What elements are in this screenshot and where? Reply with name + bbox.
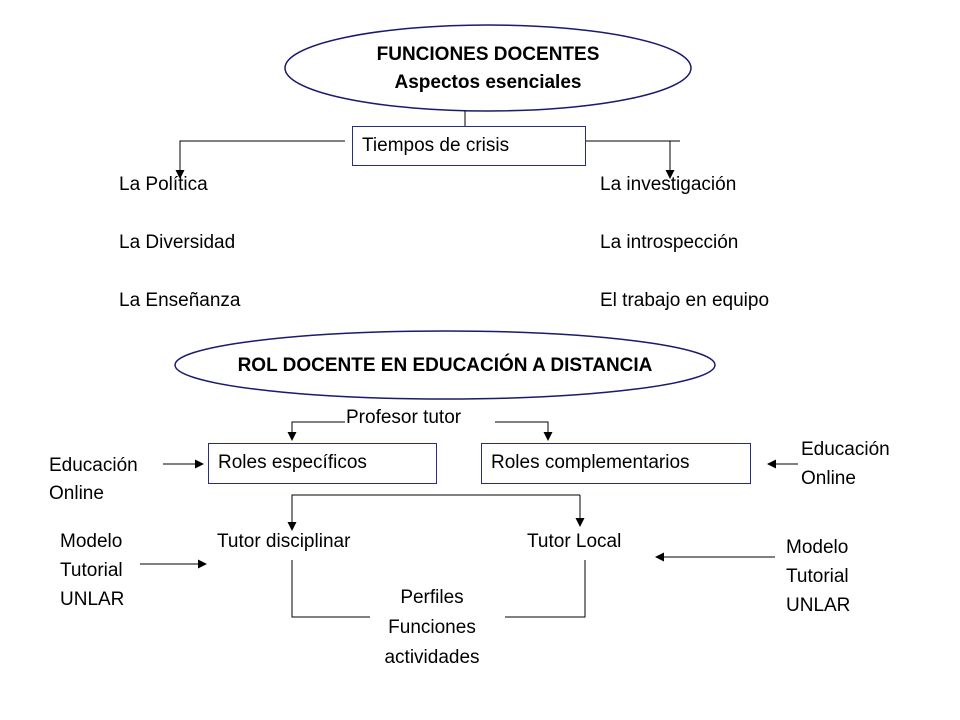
arrow-to-roles-especificos [287,421,345,441]
arrow-to-tutor-disciplinar [287,494,580,531]
modelo-right-line1: Modelo [786,537,849,558]
edu-online-right-line1: Educación [801,439,890,460]
right-item-investigacion: La investigación [600,174,737,195]
rol-docente-title: ROL DOCENTE EN EDUCACIÓN A DISTANCIA [237,355,653,376]
edu-online-left-line1: Educación [49,455,138,476]
arrow-to-roles-complementarios [495,421,553,441]
title-line1: FUNCIONES DOCENTES [376,44,600,65]
modelo-left-line2: Tutorial [60,560,123,581]
roles-complementarios-box: Roles complementarios [481,443,751,484]
top-ellipse [284,24,692,112]
arrow-left-branch [175,140,345,179]
tutor-disciplinar: Tutor disciplinar [217,531,351,552]
second-ellipse [174,330,716,400]
perfiles-line1: Perfiles [400,587,464,608]
modelo-right-line3: UNLAR [786,595,851,616]
modelo-right-line2: Tutorial [786,566,849,587]
title-line2: Aspectos esenciales [394,72,582,93]
perfiles-line3: actividades [384,647,480,668]
roles-especificos-box: Roles específicos [208,443,437,484]
modelo-left-line1: Modelo [60,531,123,552]
right-item-trabajo-equipo: El trabajo en equipo [600,290,770,311]
crisis-box: Tiempos de crisis [352,126,586,166]
edu-online-right-line2: Online [801,468,856,489]
profesor-tutor-label: Profesor tutor [346,407,462,428]
perfiles-line2: Funciones [388,617,476,638]
left-item-politica: La Política [119,174,208,195]
bracket-right [505,560,586,618]
bracket-left [291,560,370,618]
left-item-ensenanza: La Enseñanza [119,290,241,311]
modelo-left-line3: UNLAR [60,589,125,610]
left-item-diversidad: La Diversidad [119,232,236,253]
tutor-local: Tutor Local [527,531,622,552]
edu-online-left-line2: Online [49,483,104,504]
right-item-introspeccion: La introspección [600,232,739,253]
